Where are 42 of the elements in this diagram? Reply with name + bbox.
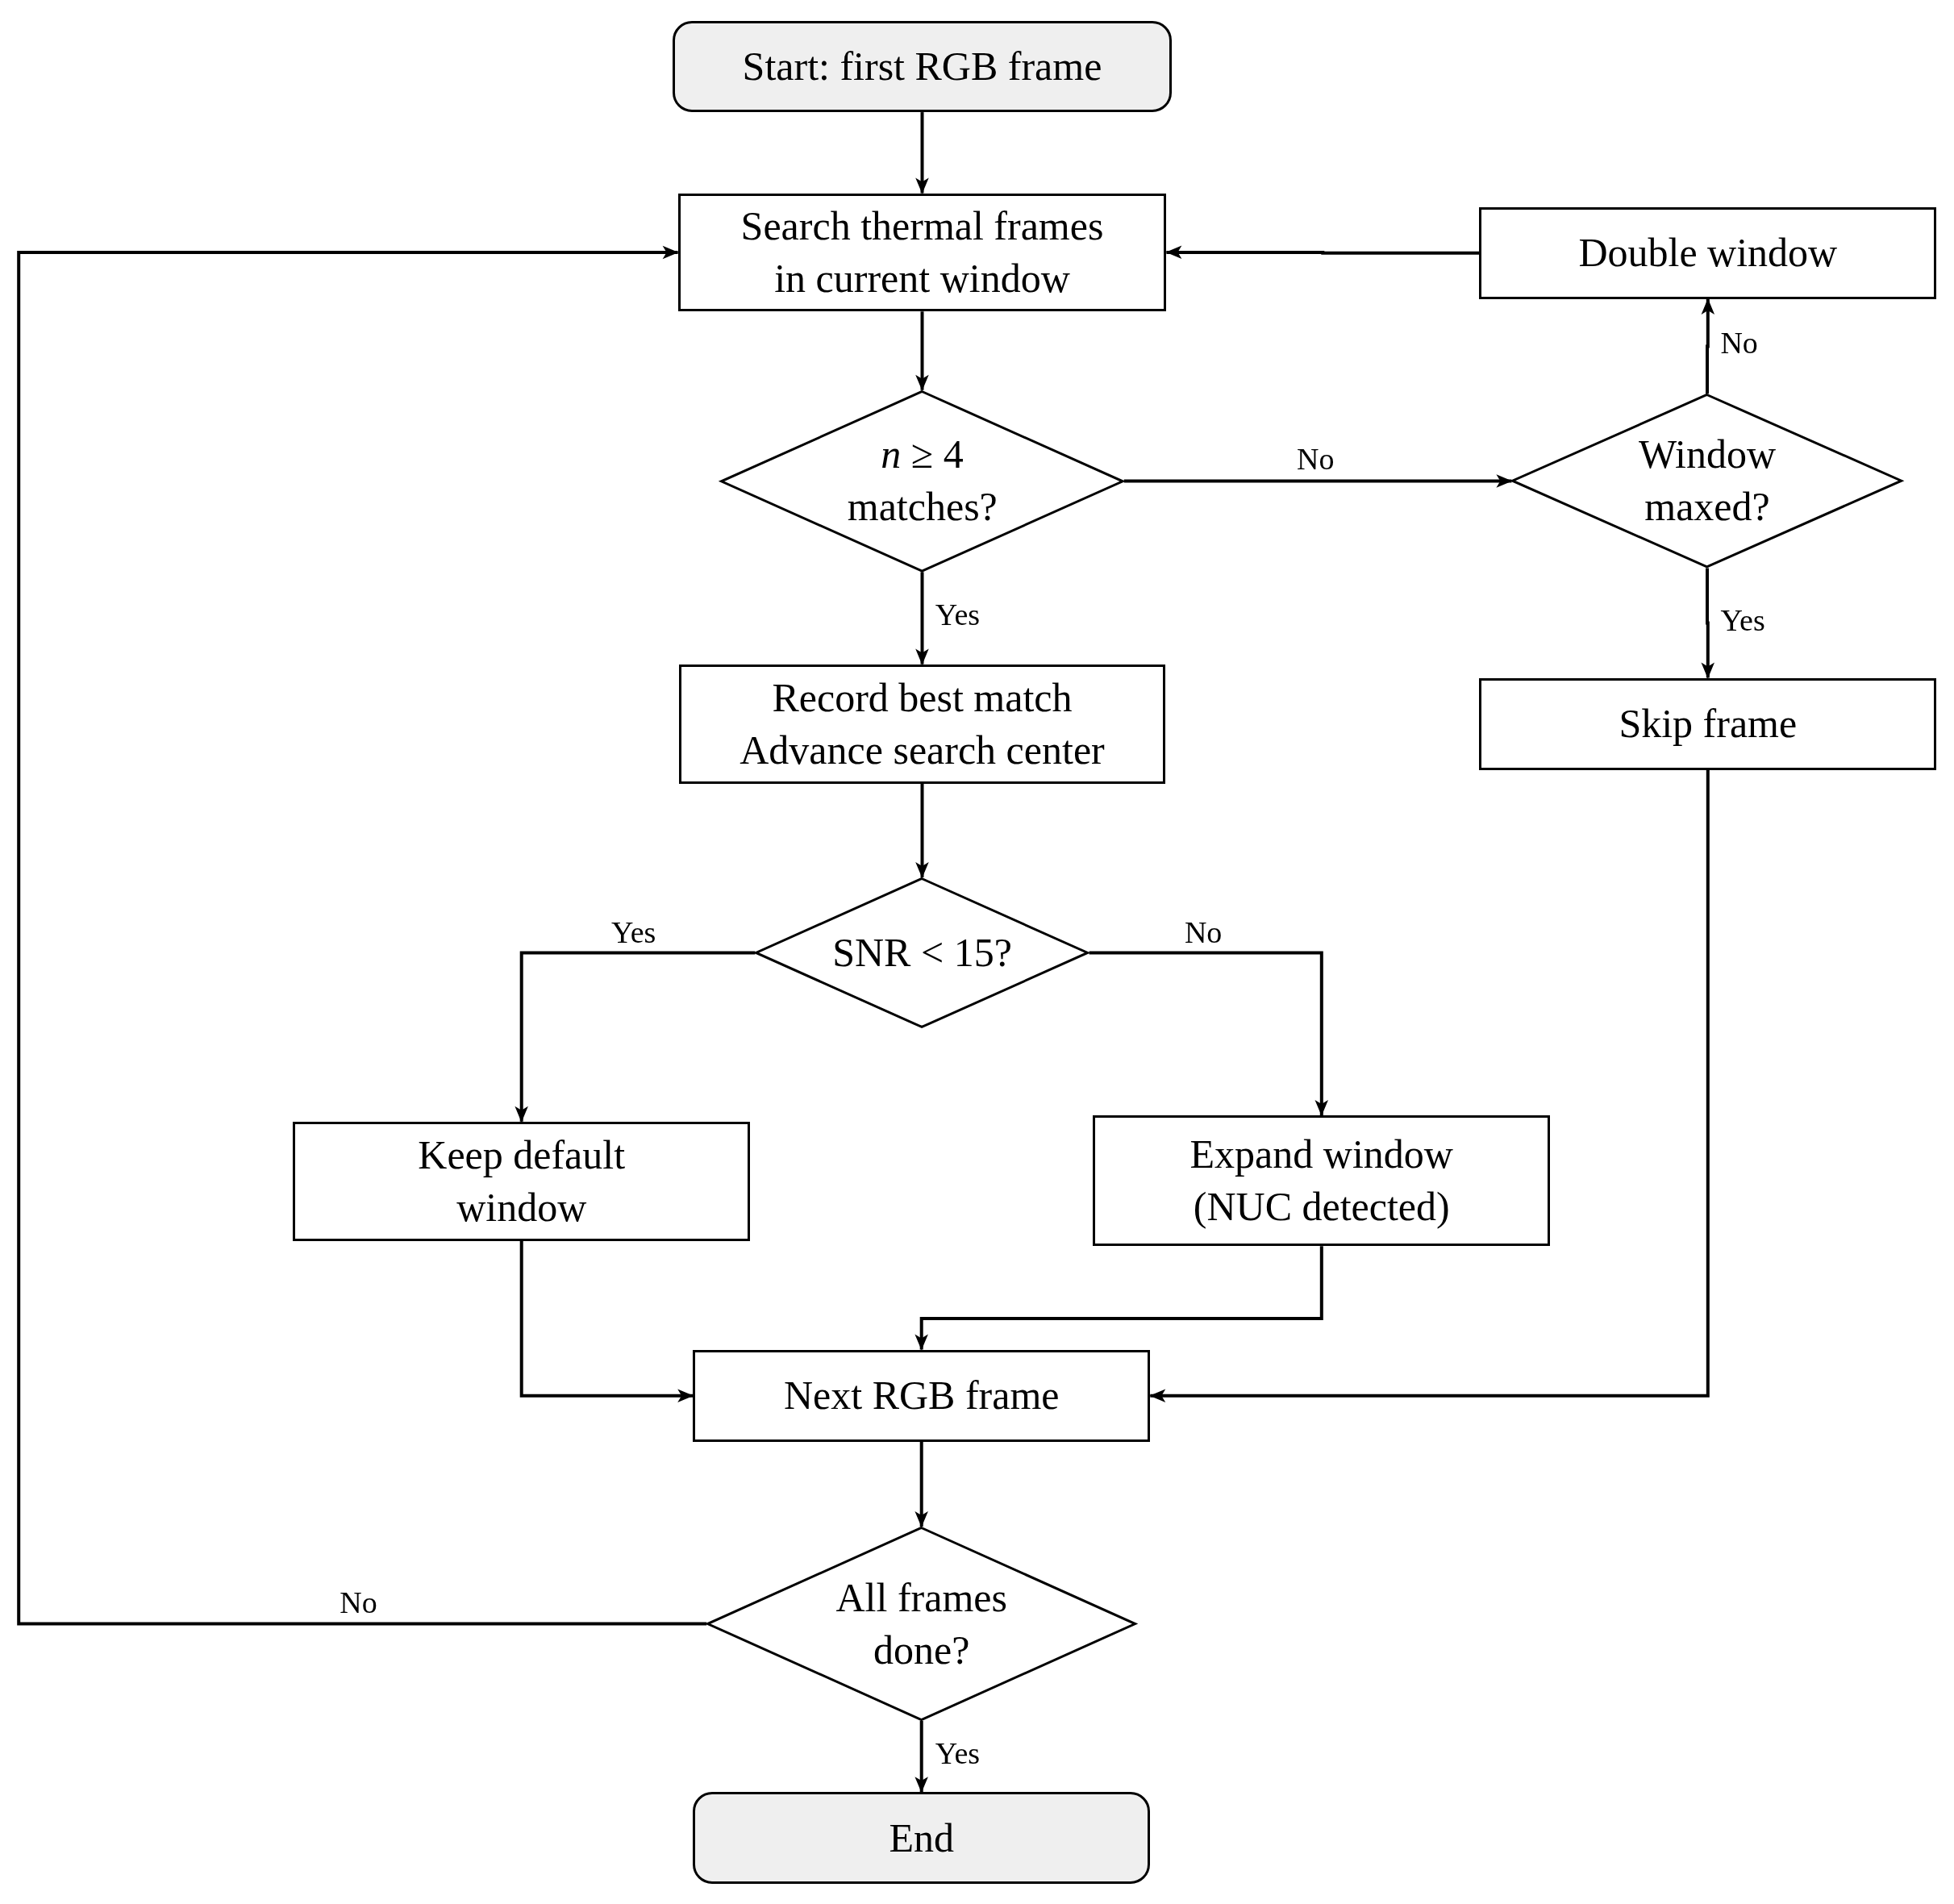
process-box <box>293 1121 751 1242</box>
node-text: Keep default window <box>417 1131 627 1231</box>
terminal-box <box>693 1792 1151 1885</box>
decision-diamond <box>720 390 1124 573</box>
node-text: Expand window (NUC detected) <box>1189 1131 1454 1231</box>
process-box <box>677 193 1167 312</box>
node-text: Window maxed? <box>1637 431 1777 531</box>
node-text: Record best match Advance search center <box>739 673 1106 774</box>
arrow <box>1701 298 1715 394</box>
node-text: Skip frame <box>1619 700 1798 748</box>
arrow <box>519 1241 694 1402</box>
process-box <box>679 664 1165 784</box>
node-text: Double window <box>1578 229 1838 277</box>
node-text: Next RGB frame <box>783 1372 1060 1420</box>
arrow <box>915 1441 928 1527</box>
arrow <box>915 572 929 665</box>
arrow <box>1149 770 1710 1402</box>
node-text: SNR < 15? <box>832 928 1012 977</box>
arrow <box>915 1246 1323 1351</box>
decision-diamond <box>1511 394 1903 569</box>
arrow <box>1123 474 1513 488</box>
arrow <box>1089 951 1328 1116</box>
arrow <box>1165 245 1480 260</box>
arrow <box>1701 568 1714 679</box>
node-text: All frames done? <box>835 1573 1008 1674</box>
arrow <box>915 311 929 391</box>
node-text: End <box>889 1814 954 1862</box>
process-box <box>1479 677 1937 770</box>
node-text: Search thermal frames in current window <box>740 202 1105 302</box>
process-box <box>693 1349 1151 1442</box>
terminal-box <box>673 21 1172 113</box>
decision-diamond <box>755 877 1089 1028</box>
node-text: Start: first RGB frame <box>742 43 1102 91</box>
arrow <box>915 1721 928 1793</box>
arrow <box>915 112 929 194</box>
arrow <box>915 784 929 878</box>
process-box <box>1093 1115 1551 1247</box>
arrow <box>17 245 707 1626</box>
decision-diamond <box>706 1526 1137 1722</box>
node-text: n ≥ 4 matches? <box>847 431 998 531</box>
process-box <box>1479 206 1937 299</box>
arrow <box>515 951 756 1123</box>
